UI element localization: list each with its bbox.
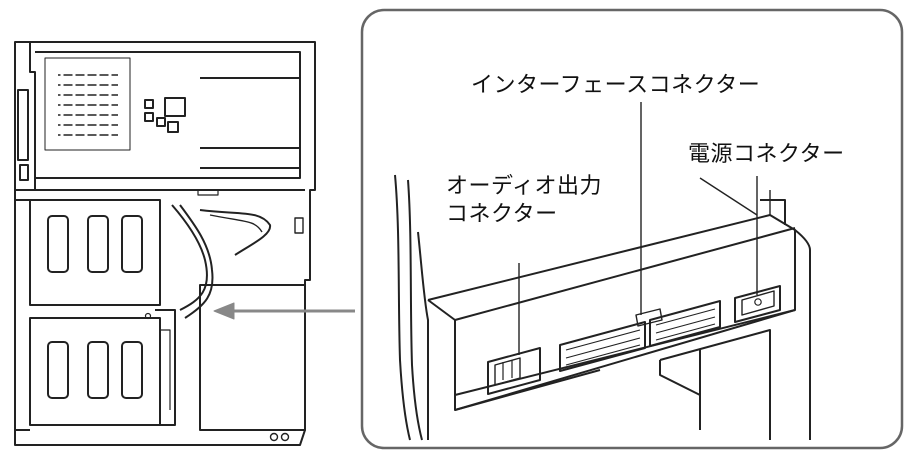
cd-drive-rear-illustration xyxy=(394,102,811,441)
label-interface-connector: インターフェースコネクター xyxy=(471,73,761,98)
label-power-connector: 電源コネクター xyxy=(688,142,845,167)
label-audio-output-line2: コネクター xyxy=(446,202,558,227)
pc-chassis-illustration xyxy=(14,41,316,446)
zoom-panel xyxy=(360,8,904,450)
zoom-arrow xyxy=(213,302,355,320)
label-audio-output-line1: オーディオ出力 xyxy=(446,174,602,199)
vent-grid xyxy=(58,70,118,140)
label-audio-output-connector: オーディオ出力 コネクター xyxy=(446,173,646,229)
